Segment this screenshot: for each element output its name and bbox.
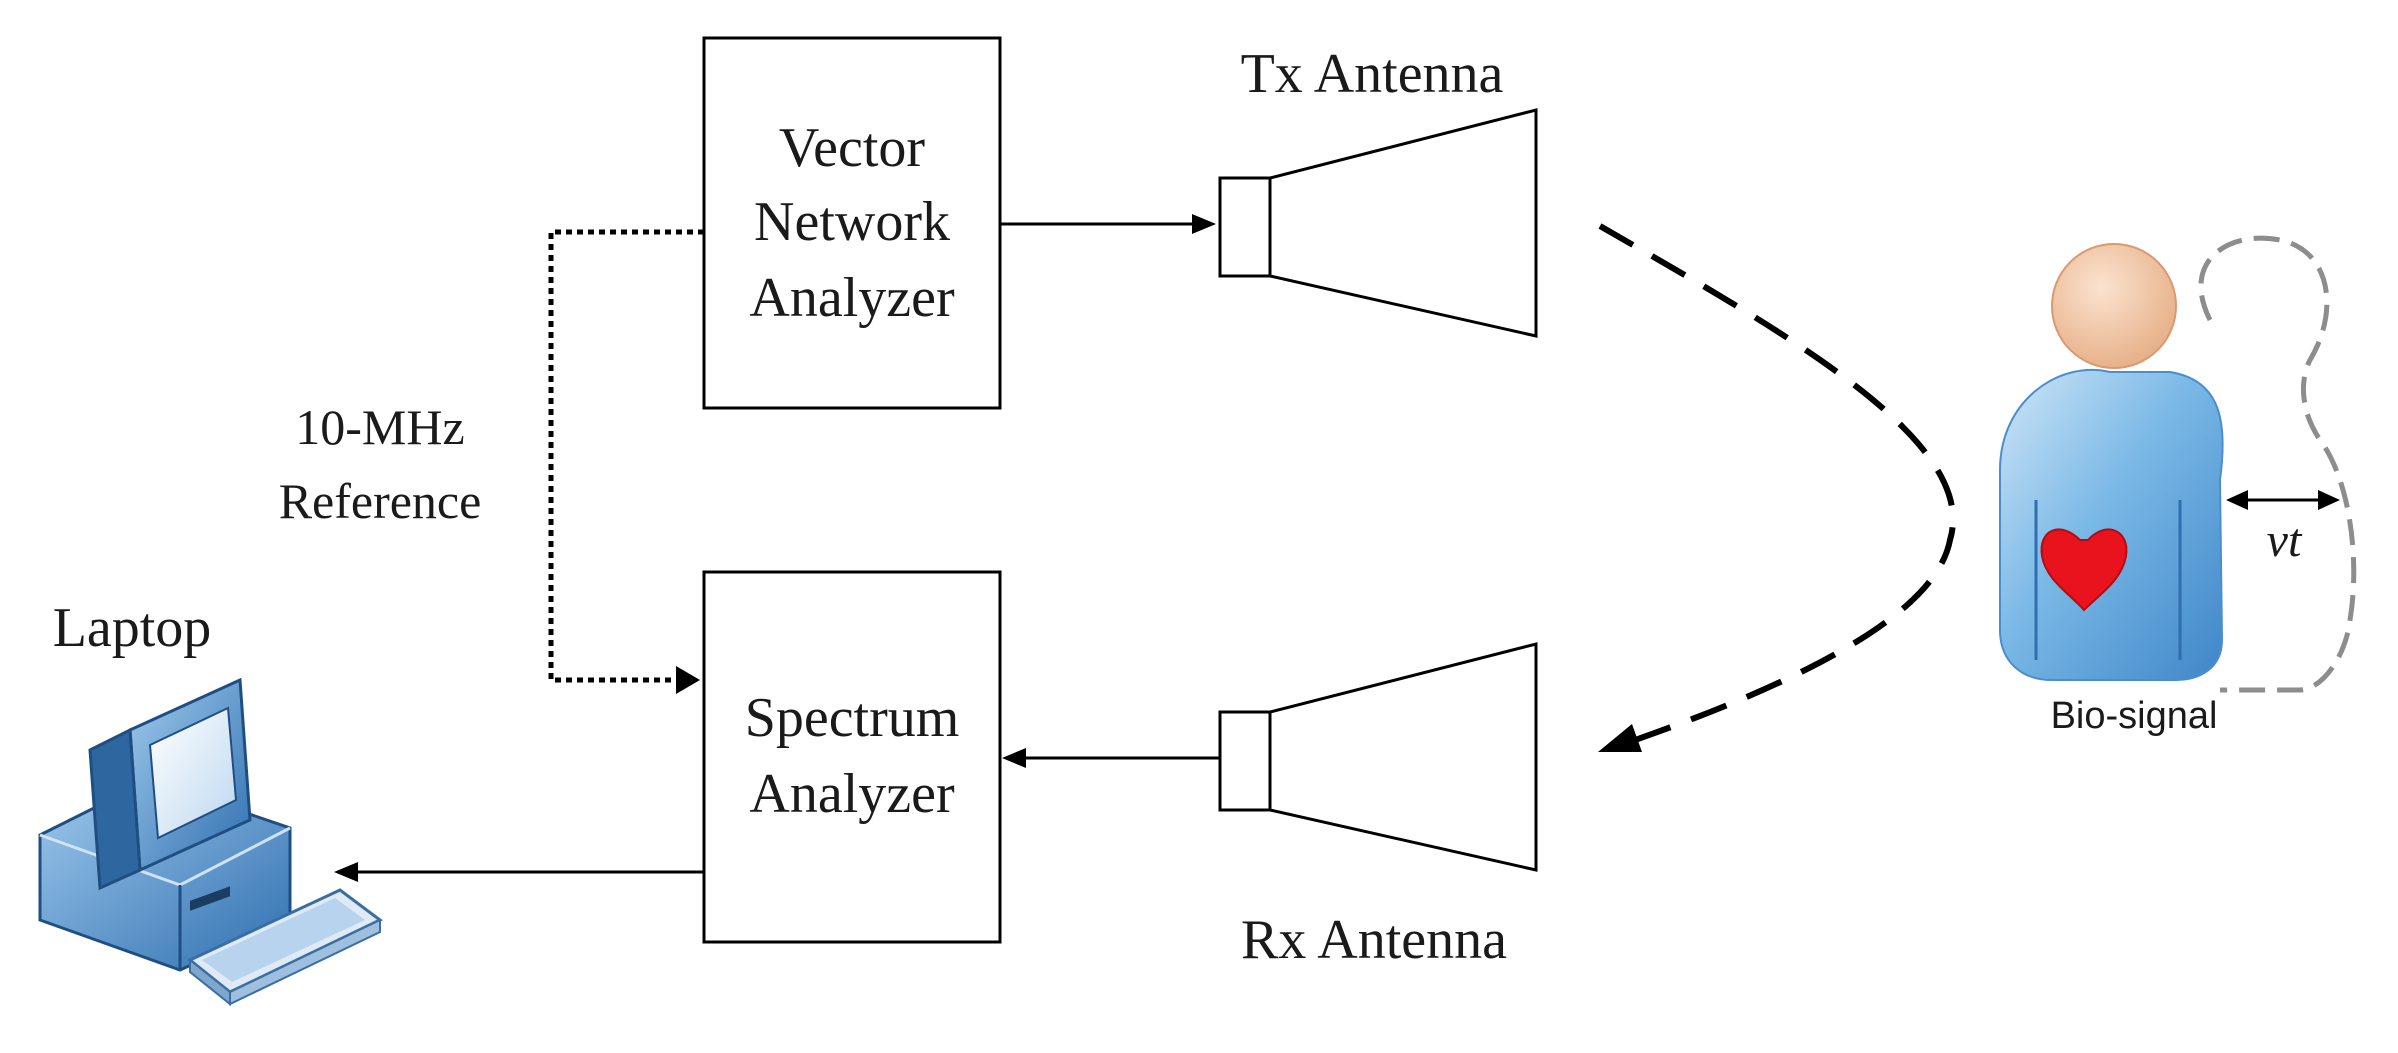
radar-signal-path: [1598, 223, 1956, 752]
reference-label-line-1: 10-MHz: [295, 399, 464, 455]
rx-antenna: Rx Antenna: [1218, 642, 1538, 971]
bio-signal-label: Bio-signal: [2051, 695, 2218, 737]
heart-icon: [2040, 528, 2128, 612]
spectrum-label-line-1: Spectrum: [745, 687, 960, 749]
vector-network-analyzer-block: Vector Network Analyzer: [702, 36, 1002, 410]
laptop-label: Laptop: [53, 597, 212, 659]
displacement-label: vt: [2267, 514, 2303, 567]
spectrum-to-laptop-arrow: [334, 862, 704, 882]
vna-label-line-3: Analyzer: [749, 267, 955, 329]
reference-label-line-2: Reference: [279, 473, 482, 529]
human-subject: vt Bio-signal: [1999, 235, 2357, 737]
spectrum-analyzer-block: Spectrum Analyzer: [702, 570, 1002, 944]
vna-to-tx-arrow: [1000, 214, 1216, 234]
displaced-body-outline: [2198, 235, 2357, 693]
laptop-icon: Laptop: [38, 597, 383, 1007]
head: [2051, 243, 2177, 369]
tx-antenna: Tx Antenna: [1218, 43, 1538, 338]
rx-antenna-label: Rx Antenna: [1241, 909, 1507, 971]
vna-label-line-2: Network: [754, 191, 950, 253]
spectrum-label-line-2: Analyzer: [749, 763, 955, 825]
rx-to-spectrum-arrow: [1002, 748, 1220, 768]
torso: [1999, 368, 2224, 681]
vna-label-line-1: Vector: [779, 117, 926, 179]
tx-antenna-label: Tx Antenna: [1241, 43, 1504, 105]
reference-link: 10-MHz Reference: [279, 229, 704, 694]
